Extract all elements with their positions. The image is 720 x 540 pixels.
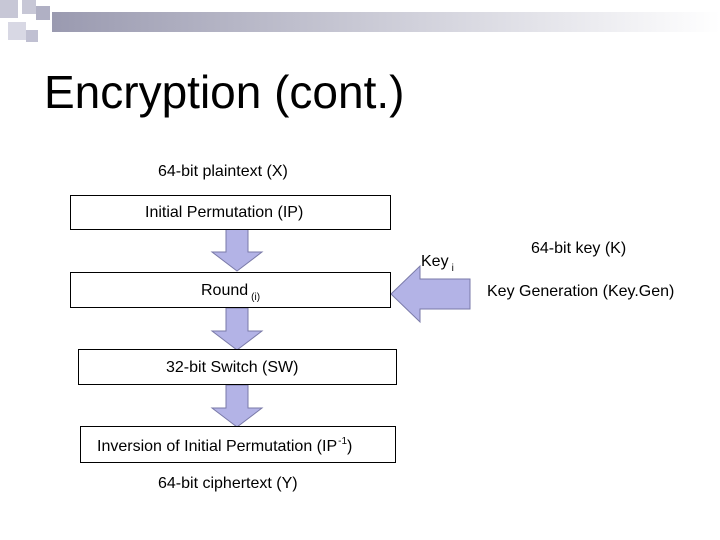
round-label: Round [201,282,249,299]
inverse-permutation-box: Inversion of Initial Permutation (IP-1) [80,426,396,463]
deco-square [0,0,18,18]
switch-box: 32-bit Switch (SW) [78,349,397,385]
inverse-permutation-label: Inversion of Initial Permutation (IP [97,438,338,455]
deco-square [22,0,36,14]
deco-square [8,22,26,40]
initial-permutation-label: Initial Permutation (IP) [145,204,304,221]
key-label: 64-bit key (K) [531,240,627,257]
ciphertext-label: 64-bit ciphertext (Y) [158,475,298,492]
inverse-close: ) [347,438,353,455]
round-box: Round(i) [70,272,391,308]
inverse-superscript: -1 [338,436,348,447]
deco-square [26,30,38,42]
plaintext-label: 64-bit plaintext (X) [158,163,288,180]
deco-square [36,6,50,20]
key-i-subscript: i [451,263,454,274]
keygen-label: Key Generation (Key.Gen) [487,283,675,300]
slide-title: Encryption (cont.) [44,66,405,118]
left-arrow-key-to-round [390,264,471,324]
key-i-text: Key [421,253,449,270]
down-arrow-ip-to-round [210,228,264,272]
initial-permutation-box: Initial Permutation (IP) [70,195,391,230]
header-strip [52,12,720,32]
header-decoration [0,0,720,42]
down-arrow-round-to-switch [210,307,264,351]
switch-label: 32-bit Switch (SW) [166,359,299,376]
round-subscript: (i) [251,292,261,303]
down-arrow-switch-to-inverse [210,384,264,428]
